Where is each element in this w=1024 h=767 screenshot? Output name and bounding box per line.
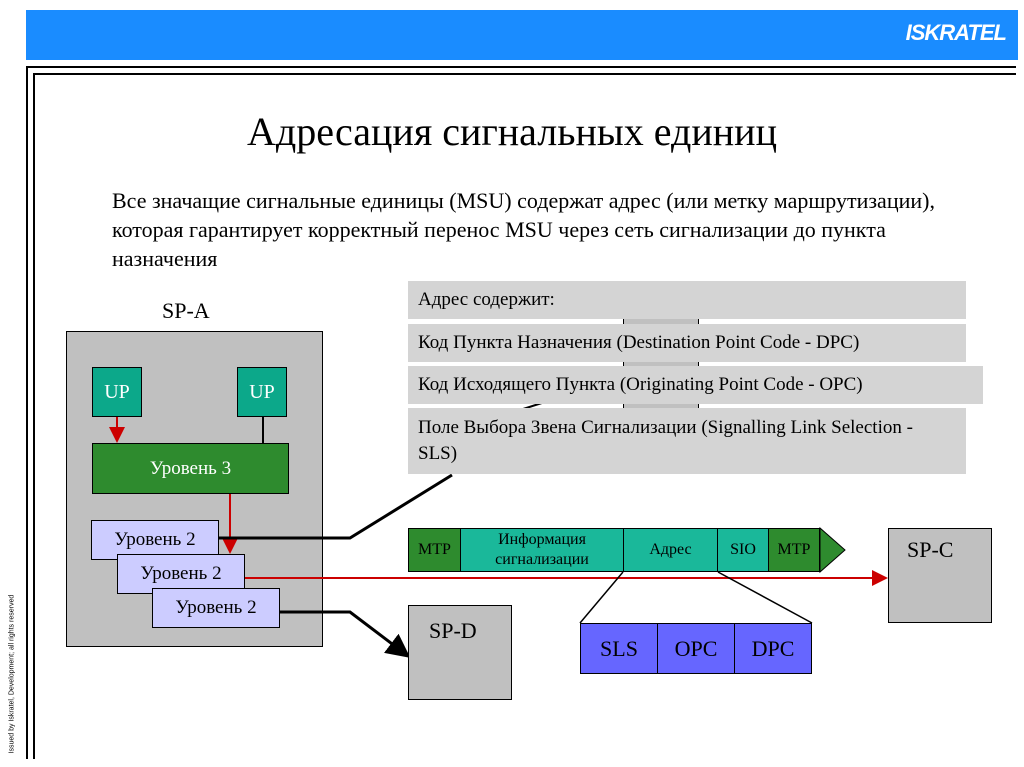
route-to-sp-d-arrow <box>280 610 411 658</box>
field-opc: OPC <box>657 623 735 674</box>
address-item-opc: Код Исходящего Пункта (Originating Point… <box>408 366 983 404</box>
slide-frame-outer <box>26 66 1016 759</box>
address-item-sls: Поле Выбора Звена Сигнализации (Signalli… <box>408 408 966 474</box>
level3-box: Уровень 3 <box>92 443 289 494</box>
address-item-dpc: Код Пункта Назначения (Destination Point… <box>408 324 966 362</box>
msu-cell-mtp-start: MTP <box>408 528 461 572</box>
msu-arrow-head <box>819 526 846 574</box>
slide-frame-inner <box>33 73 1016 759</box>
level2-box-3: Уровень 2 <box>152 588 280 628</box>
level2-box-1: Уровень 2 <box>91 520 219 560</box>
level2-box-2: Уровень 2 <box>117 554 245 594</box>
up-box-left: UP <box>92 367 142 417</box>
link-to-address-box <box>219 473 453 540</box>
field-sls: SLS <box>580 623 658 674</box>
sp-a-label: SP-A <box>162 298 210 323</box>
up-box-right: UP <box>237 367 287 417</box>
expand-line-left <box>579 571 624 624</box>
expand-line-right <box>717 571 813 624</box>
msu-cell-address: Адрес <box>623 528 718 572</box>
address-heading: Адрес содержит: <box>408 281 966 319</box>
msu-cell-sio: SIO <box>717 528 769 572</box>
sp-c-node: SP-C <box>888 528 992 623</box>
sp-d-node: SP-D <box>408 605 512 700</box>
intro-text: Все значащие сигнальные единицы (MSU) со… <box>112 188 935 271</box>
slide-title: Адресация сигнальных единиц <box>247 109 777 154</box>
iskratel-logo: ISKRATEL <box>905 20 1007 45</box>
header-bar <box>26 10 1018 60</box>
msu-cell-mtp-end: MTP <box>768 528 820 572</box>
msu-cell-signal-info: Информация сигнализации <box>460 528 624 572</box>
field-dpc: DPC <box>734 623 812 674</box>
